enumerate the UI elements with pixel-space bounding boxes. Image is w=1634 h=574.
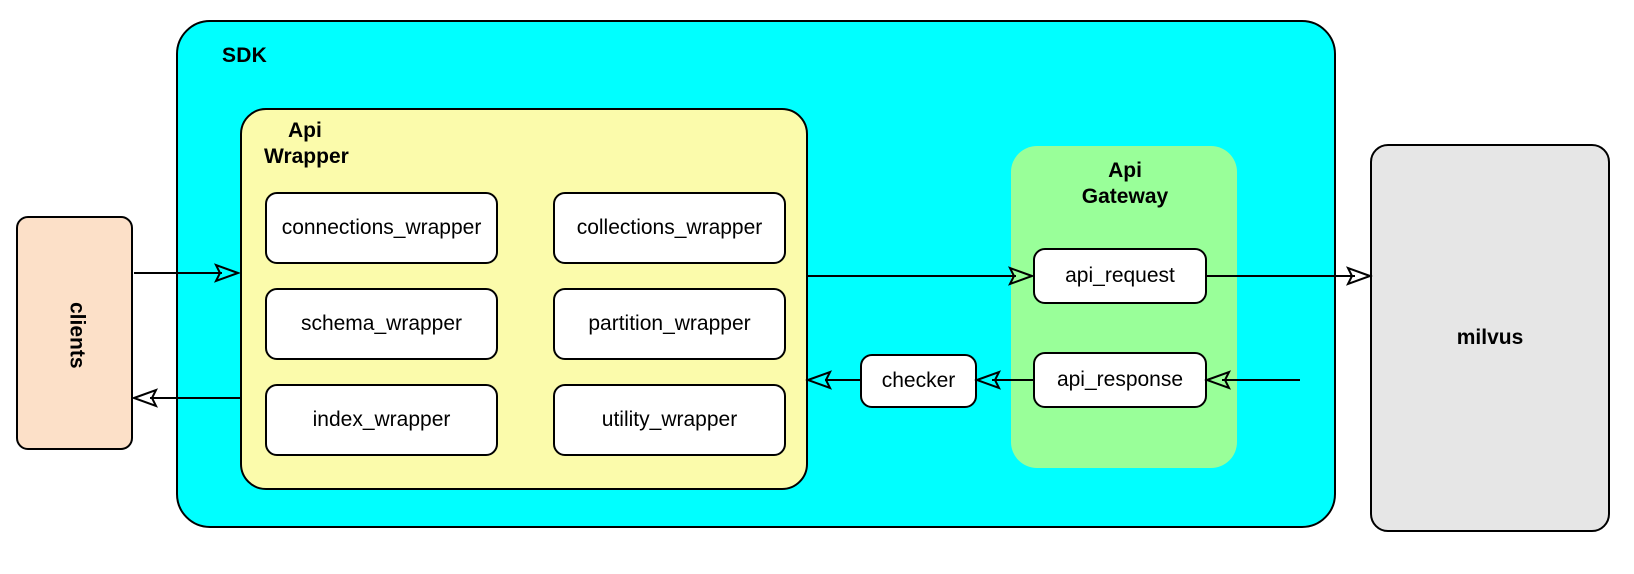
connector-milvus-to-api-response bbox=[1204, 370, 1300, 390]
connector-sdk-to-clients bbox=[131, 388, 240, 408]
node-label: partition_wrapper bbox=[588, 312, 751, 335]
clients-label: clients bbox=[65, 301, 89, 369]
node-label: index_wrapper bbox=[312, 408, 451, 431]
node-utility-wrapper[interactable]: utility_wrapper bbox=[553, 384, 786, 456]
node-label: collections_wrapper bbox=[576, 216, 763, 239]
connector-checker-to-api-wrapper bbox=[805, 370, 860, 390]
connector-api-wrapper-to-api-request bbox=[808, 266, 1035, 286]
milvus-label: milvus bbox=[1456, 326, 1524, 349]
node-label: connections_wrapper bbox=[281, 216, 482, 239]
node-api-response[interactable]: api_response bbox=[1033, 352, 1207, 408]
node-label: api_request bbox=[1065, 264, 1175, 287]
connector-api-request-to-milvus bbox=[1207, 266, 1373, 286]
clients-box[interactable]: clients bbox=[16, 216, 133, 450]
node-label: utility_wrapper bbox=[601, 408, 738, 431]
api-gateway-label-line1: Api bbox=[1108, 159, 1142, 182]
api-wrapper-label: Api Wrapper bbox=[264, 118, 424, 169]
node-label: checker bbox=[881, 369, 956, 392]
node-checker[interactable]: checker bbox=[860, 354, 977, 408]
node-label: schema_wrapper bbox=[300, 312, 463, 335]
connector-clients-to-api-wrapper bbox=[134, 263, 241, 283]
api-gateway-container: Api Gateway bbox=[1011, 146, 1237, 468]
connector-api-response-to-checker bbox=[974, 370, 1033, 390]
api-wrapper-label-line2: Wrapper bbox=[264, 144, 349, 168]
api-gateway-label: Api Gateway bbox=[1025, 158, 1225, 209]
node-partition-wrapper[interactable]: partition_wrapper bbox=[553, 288, 786, 360]
node-collections-wrapper[interactable]: collections_wrapper bbox=[553, 192, 786, 264]
node-connections-wrapper[interactable]: connections_wrapper bbox=[265, 192, 498, 264]
api-gateway-label-line2: Gateway bbox=[1081, 184, 1169, 208]
node-schema-wrapper[interactable]: schema_wrapper bbox=[265, 288, 498, 360]
milvus-box[interactable]: milvus bbox=[1370, 144, 1610, 532]
node-index-wrapper[interactable]: index_wrapper bbox=[265, 384, 498, 456]
api-wrapper-label-line1: Api bbox=[288, 119, 322, 142]
node-label: api_response bbox=[1056, 368, 1184, 391]
sdk-label: SDK bbox=[222, 44, 267, 67]
